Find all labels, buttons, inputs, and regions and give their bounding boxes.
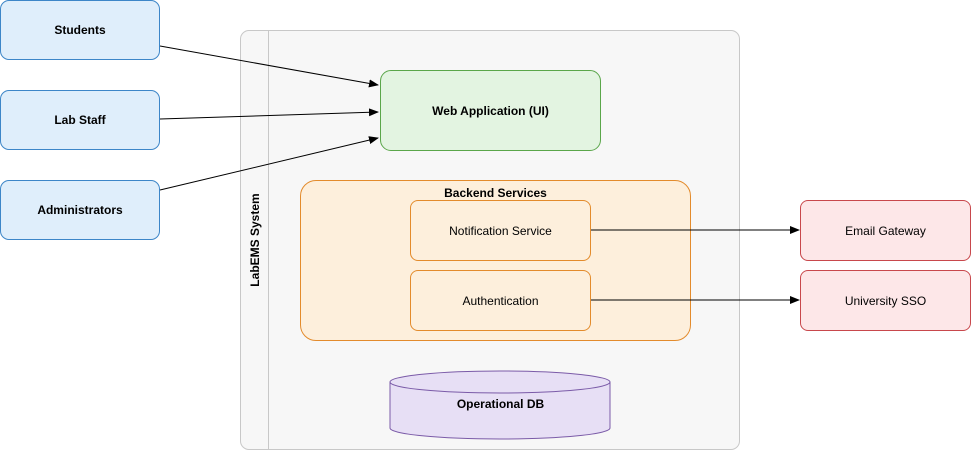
edge-students-to-webapp: [159, 45, 379, 88]
backend-services-title: Backend Services: [444, 186, 547, 200]
operational-db-label: Operational DB: [456, 397, 545, 411]
operational-db-cylinder[interactable]: [389, 370, 611, 440]
edge-administrators-to-webapp: [159, 136, 379, 191]
university-sso-node[interactable]: University SSO: [800, 270, 971, 331]
actor-lab-staff[interactable]: Lab Staff: [0, 90, 160, 150]
web-application-node[interactable]: Web Application (UI): [380, 70, 601, 151]
authentication-node[interactable]: Authentication: [410, 270, 591, 331]
system-label-strip: [240, 30, 269, 450]
email-gateway-node[interactable]: Email Gateway: [800, 200, 971, 261]
notification-service-node[interactable]: Notification Service: [410, 200, 591, 261]
edge-labstaff-to-webapp: [159, 108, 379, 120]
actor-students[interactable]: Students: [0, 0, 160, 60]
actor-administrators[interactable]: Administrators: [0, 180, 160, 240]
